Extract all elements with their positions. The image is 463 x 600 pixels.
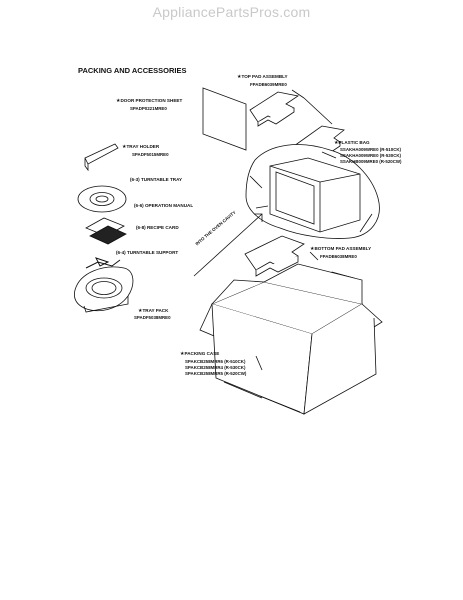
- tray-pack-part-number: SPADF5038MRE0: [134, 315, 171, 320]
- bottom-pad-label: BOTTOM PAD ASSEMBLY: [310, 246, 371, 252]
- packing-case-drawing: [199, 263, 383, 415]
- watermark: AppliancePartsPros.com: [152, 4, 311, 20]
- packing-case-leader: [255, 355, 263, 371]
- plastic-bag-leader: [321, 151, 337, 159]
- packing-case-part-number-3: SPAKCB258MRR5 (R-520CW): [185, 371, 247, 376]
- turntable-tray-label: (6-3) TURNTABLE TRAY: [130, 177, 183, 182]
- tray-holder-part-number: SPADF5015MRE0: [132, 152, 169, 157]
- top-pad-leader-2: [303, 97, 333, 125]
- bottom-pad-leader: [309, 251, 319, 261]
- top-pad-part-number: FPADB6039MRE0: [250, 82, 287, 87]
- plastic-bag-label: PLASTIC BAG: [334, 140, 369, 146]
- top-pad-label: TOP PAD ASSEMBLY: [237, 74, 287, 80]
- plastic-bag-part-number-3: SSAKHB009MRE0 (R-520CW): [340, 159, 402, 164]
- tray-pack-drawing: [74, 257, 134, 313]
- oven-cavity-arrow: [193, 213, 263, 277]
- turntable-tray-drawing: [77, 185, 127, 213]
- packing-case-part-number-1: SPAKCB258MRR6 (R-510CK): [185, 359, 246, 364]
- packing-case-part-number-2: SPAKCB258MRR4 (R-530CK): [185, 365, 246, 370]
- plastic-bag-drawing: [245, 144, 380, 239]
- turntable-support-label: (6-4) TURNTABLE SUPPORT: [116, 250, 179, 255]
- manual-drawing: [85, 217, 127, 245]
- operation-manual-label: (6-6) OPERATION MANUAL: [134, 203, 194, 208]
- top-pad-leader: [291, 89, 305, 99]
- page-title: PACKING AND ACCESSORIES: [78, 66, 187, 75]
- tray-holder-drawing: [84, 143, 119, 172]
- door-protection-sheet-drawing: [202, 87, 247, 151]
- door-sheet-label: DOOR PROTECTION SHEET: [116, 98, 182, 104]
- recipe-card-label: (6-8) RECIPE CARD: [136, 225, 179, 230]
- plastic-bag-part-number-2: SSAKHA009WRE0 (R-530CK): [340, 153, 401, 158]
- packing-case-label: PACKING CASE: [180, 351, 219, 357]
- tray-holder-label: TRAY HOLDER: [122, 144, 159, 150]
- tray-pack-label: TRAY PACK: [138, 308, 168, 314]
- bottom-pad-part-number: FPADB6038MRE0: [320, 254, 357, 259]
- plastic-bag-part-number-1: SSAKHA009WRE0 (R-510CK): [340, 147, 401, 152]
- door-sheet-part-number: SPADP0221MRE0: [130, 106, 167, 111]
